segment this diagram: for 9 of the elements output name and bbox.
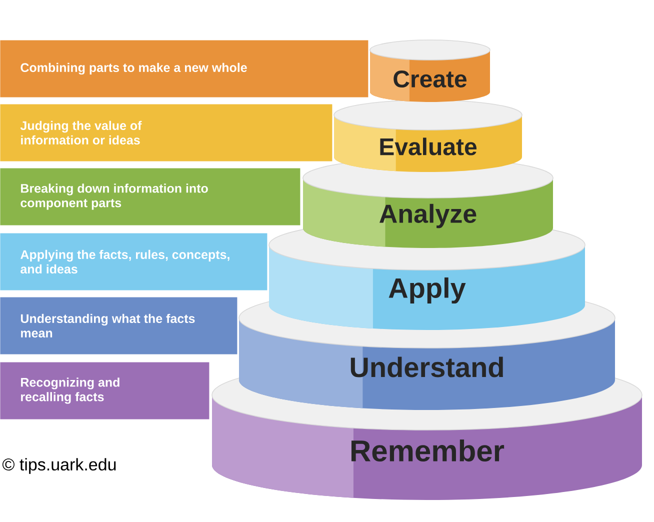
description-band: Judging the value of information or ideas [0,104,332,162]
description-band: Applying the facts, rules, concepts, and ideas [0,233,268,290]
disc: Analyze [302,158,554,248]
description-band: Recognizing and recalling facts [0,362,210,420]
source-credit: © tips.uark.edu [2,458,116,474]
description-band: Breaking down information into component parts [0,168,300,226]
disc: Create [370,40,490,102]
disc: Evaluate [334,100,522,172]
description-band: Understanding what the facts mean [0,297,238,354]
